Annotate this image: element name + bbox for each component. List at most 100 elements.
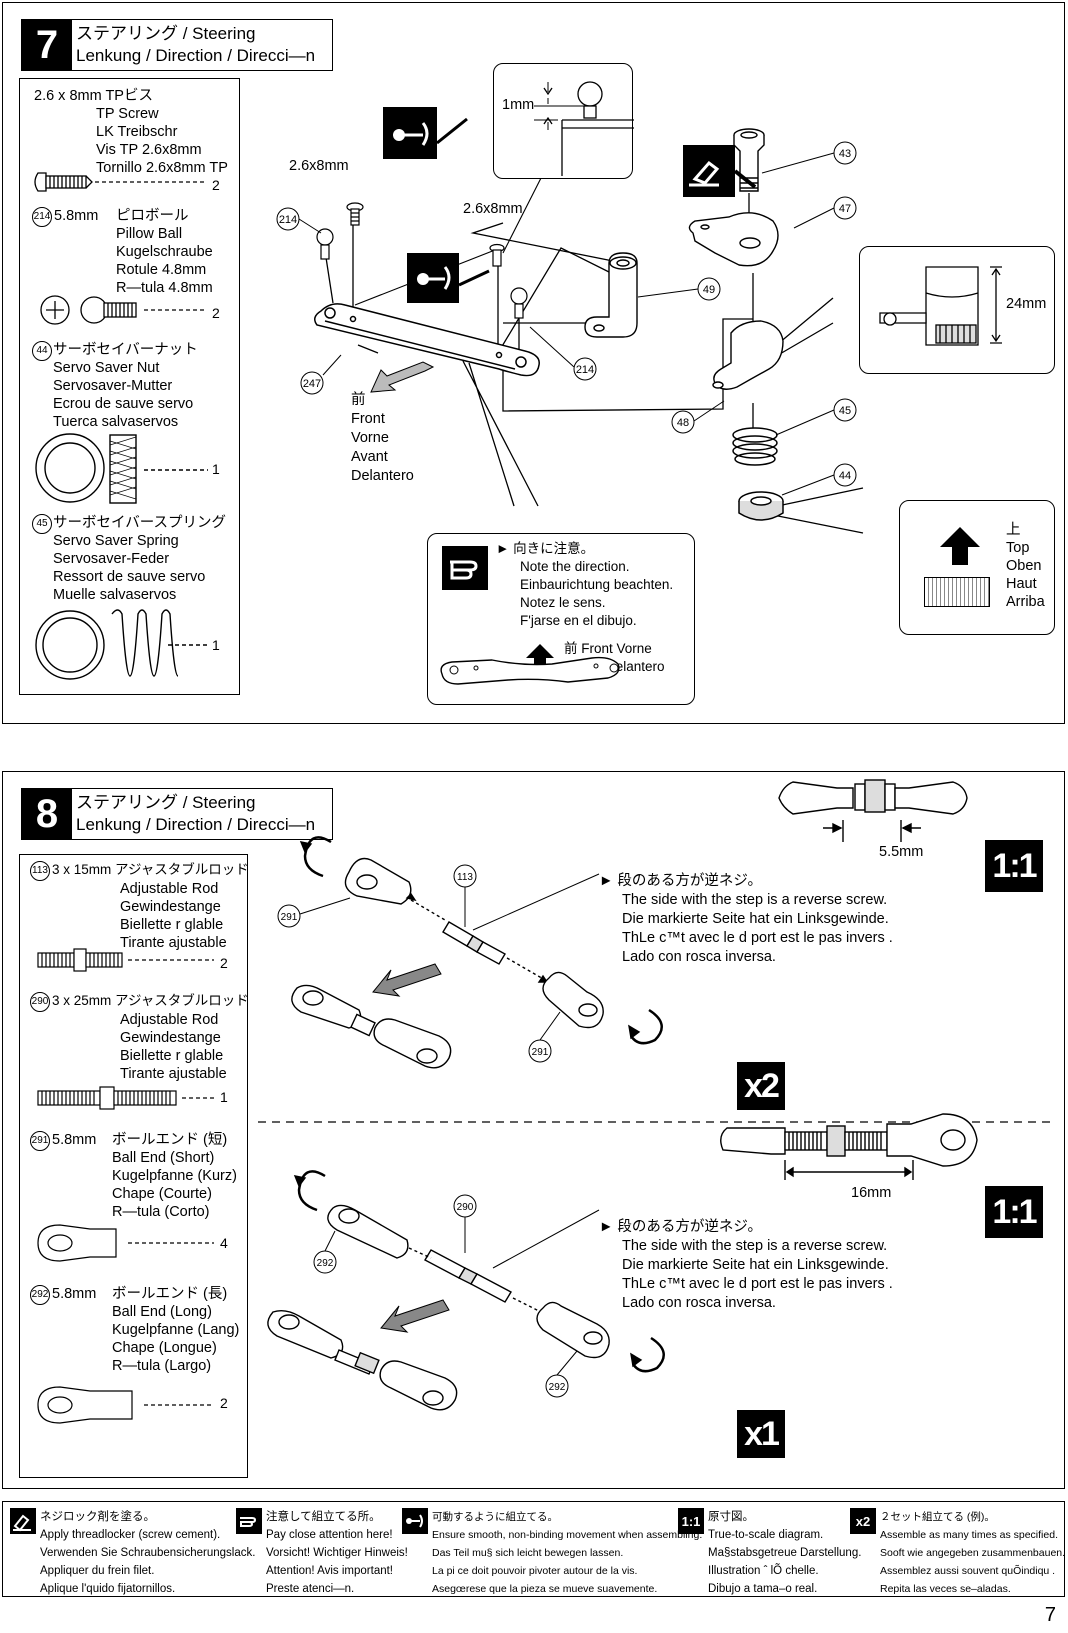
- part-label-291-upper-right: 291: [528, 1039, 552, 1063]
- ball-long-name-en: Ball End (Long): [112, 1304, 212, 1320]
- assembled-turnbuckle-lower-icon: [267, 1309, 458, 1411]
- servo-spring-name-es: Muelle salvaservos: [53, 587, 177, 603]
- dimension-16mm: 16mm: [851, 1185, 892, 1201]
- direction-note-en: Note the direction.: [520, 559, 630, 574]
- legend-attention-fr: Attention! Avis important!: [266, 1565, 393, 1577]
- reverse-note-upper-en: The side with the step is a reverse scre…: [622, 892, 888, 908]
- svg-text:44: 44: [839, 470, 851, 482]
- rod-short-name-en: Adjustable Rod: [120, 881, 219, 897]
- step7-assembly-diagram: 214 247 214 49 43 47 48 45 44: [276, 106, 864, 534]
- screw-left-icon: [346, 202, 364, 226]
- direction-note-es: F'jarse en el dibujo.: [520, 613, 637, 628]
- screw-right-label: 2.6x8mm: [463, 201, 523, 217]
- ball-short-name-es: R—tula (Corto): [112, 1204, 210, 1220]
- servo-spring-name-jp: サーボセイバースプリング: [53, 515, 226, 531]
- legend-attention-de: Vorsicht! Wichtiger Hinweis!: [266, 1547, 408, 1559]
- ball-short-name-fr: Chape (Courte): [112, 1186, 212, 1202]
- step8-title-line2: Lenkung / Direction / Direcci—n: [76, 815, 316, 834]
- part-label-292-lower-right: 292: [545, 1374, 569, 1398]
- servo-saver-arm-icon: [688, 212, 779, 267]
- scale-badge-upper: 1:1: [985, 840, 1043, 892]
- pillow-ball-right-icon: [510, 287, 528, 319]
- svg-text:45: 45: [839, 405, 851, 417]
- servo-spring-name-en: Servo Saver Spring: [53, 533, 179, 549]
- up-arrow-icon: [526, 644, 554, 658]
- pillow-ball-name-jp: ピロボール: [116, 208, 189, 224]
- reverse-note-upper-es: Lado con rosca inversa.: [622, 949, 776, 965]
- ball-end-lower-right-icon: [536, 1301, 610, 1359]
- ball-short-qty: 4: [220, 1235, 228, 1251]
- rod-long-size: 3 x 25mm アジャスタブルロッド: [52, 993, 249, 1008]
- screw-name-en: TP Screw: [96, 106, 159, 122]
- legend-multiplier-es: Repita las veces se–aladas.: [880, 1583, 1011, 1595]
- part-label-214-right: 214: [573, 357, 597, 381]
- screw-qty: 2: [212, 177, 220, 193]
- direction-note-de: Einbaurichtung beachten.: [520, 577, 674, 592]
- pillow-ball-number: 214: [32, 207, 52, 227]
- front-label: 前 Front Vorne Avant Delantero: [351, 392, 414, 484]
- ball-long-number: 292: [30, 1285, 50, 1305]
- reverse-note-lower-es: Lado con rosca inversa.: [622, 1295, 776, 1311]
- rod-short-drawing-icon: [37, 948, 214, 972]
- screw-name-es: Tornillo 2.6x8mm TP: [96, 160, 228, 176]
- movement-badge-icon-1: [383, 107, 468, 159]
- legend-threadlocker-jp: ネジロック剤を塗る。: [40, 1511, 155, 1523]
- servo-nut-icon: [738, 491, 784, 521]
- pillow-ball-qty: 2: [212, 305, 220, 321]
- page-number: 7: [1044, 1604, 1056, 1626]
- rotate-arrow-upper-right-icon: [629, 1008, 663, 1045]
- rod-long-name-de: Gewindestange: [120, 1030, 221, 1046]
- top-orientation-callout: 上 Top Oben Haut Arriba: [899, 500, 1055, 635]
- ball-long-size: 5.8mm: [52, 1286, 97, 1302]
- scale-1-1-icon: 1:1: [678, 1508, 704, 1534]
- reverse-note-upper-jp: ► 段のある方が逆ネジ。: [599, 873, 762, 889]
- step8-assembly-diagram: 291 113 291 292 290 292: [258, 779, 1053, 1411]
- part-label-113: 113: [453, 864, 477, 888]
- part-label-214-left: 214: [276, 207, 300, 231]
- direction-note-fr: Notez le sens.: [520, 595, 606, 610]
- pillow-ball-drawing-icon: [40, 295, 206, 325]
- legend-multiplier-fr: Assemblez aussi souvent quÕindiqu .: [880, 1565, 1056, 1577]
- rotate-arrow-upper-left-icon: [303, 836, 332, 878]
- pillow-ball-size: 5.8mm: [54, 208, 99, 224]
- nut-side-view-icon: [924, 577, 990, 607]
- rod-short-size: 3 x 15mm アジャスタブルロッド: [52, 862, 249, 877]
- rod-short-name-de: Gewindestange: [120, 899, 221, 915]
- legend-scale-en: True-to-scale diagram.: [708, 1529, 824, 1541]
- multiplier-badge-upper: x2: [737, 1062, 785, 1110]
- top-label-es: Arriba: [1006, 594, 1045, 610]
- svg-text:214: 214: [279, 214, 297, 226]
- movement-badge-icon-2: [407, 253, 490, 303]
- screw-name-fr: Vis TP 2.6x8mm: [96, 142, 202, 158]
- part-label-291-upper-left: 291: [277, 904, 301, 928]
- servo-nut-name-fr: Ecrou de sauve servo: [53, 396, 194, 412]
- legend-scale-de: Ma§stabsgetreue Darstellung.: [708, 1547, 862, 1559]
- direction-arrow-lower-icon: [380, 1299, 450, 1333]
- part-label-247: 247: [300, 371, 324, 395]
- height-detail-drawing: [879, 266, 1002, 346]
- front-arrow-icon: [370, 361, 435, 393]
- svg-text:292: 292: [317, 1258, 334, 1269]
- servo-spring-name-fr: Ressort de sauve servo: [53, 569, 206, 585]
- ball-long-name-es: R—tula (Largo): [112, 1358, 212, 1374]
- servo-saver-lower-icon: [712, 320, 784, 390]
- legend-threadlocker-fr: Appliquer du frein filet.: [40, 1565, 155, 1577]
- legend-multiplier-jp: ２セット組立てる (例)。: [880, 1511, 995, 1523]
- height-label: 24mm: [1006, 296, 1047, 312]
- ball-short-drawing-icon: [37, 1224, 214, 1262]
- rod-long-name-es: Tirante ajustable: [120, 1066, 227, 1082]
- part-label-43: 43: [833, 141, 857, 165]
- step8-header: 8 ステアリング / Steering Lenkung / Direction …: [21, 788, 333, 840]
- rod-long-drawing-icon: [37, 1086, 214, 1110]
- rod-short-name-es: Tirante ajustable: [120, 935, 227, 951]
- legend-movement-jp: 可動するように組立てる。: [432, 1511, 558, 1523]
- screw-size: 2.6 x 8mm TPビス: [34, 88, 153, 104]
- servo-nut-name-de: Servosaver-Mutter: [53, 378, 173, 394]
- servo-nut-drawing-icon: [35, 433, 208, 504]
- pillow-ball-name-es: R—tula 4.8mm: [116, 280, 213, 296]
- servo-spring-icon: [732, 427, 778, 466]
- ball-short-name-de: Kugelpfanne (Kurz): [112, 1168, 237, 1184]
- threadlocker-badge-icon: [683, 145, 757, 197]
- svg-text:113: 113: [457, 872, 473, 883]
- reverse-note-upper-de: Die markierte Seite hat ein Linksgewinde…: [622, 911, 889, 927]
